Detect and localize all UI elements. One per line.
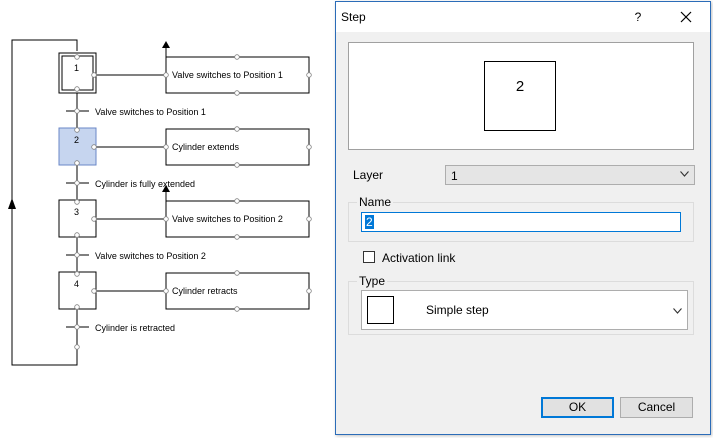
- step-dialog: Step ? 2 Layer 1 Name 2 Activation link …: [335, 1, 711, 435]
- step-3-number: 3: [74, 207, 79, 217]
- step-2-number: 2: [74, 135, 79, 145]
- transition-3-label: Valve switches to Position 2: [95, 251, 206, 261]
- action-3[interactable]: Valve switches to Position 2: [165, 200, 310, 238]
- step-2[interactable]: 2: [58, 127, 97, 166]
- step-4[interactable]: 4: [58, 271, 97, 310]
- chevron-down-icon: [680, 171, 689, 177]
- transition-2[interactable]: Cylinder is fully extended: [66, 179, 195, 189]
- activation-link-label[interactable]: Activation link: [382, 251, 456, 265]
- up-arrow-icon: [162, 185, 170, 192]
- name-label: Name: [357, 195, 394, 209]
- loop-arrow-icon: [8, 198, 16, 209]
- transition-1[interactable]: Valve switches to Position 1: [66, 107, 206, 117]
- action-1-label: Valve switches to Position 1: [172, 70, 283, 80]
- layer-value: 1: [451, 169, 458, 183]
- close-icon: [680, 11, 692, 23]
- action-links: [96, 74, 166, 292]
- preview-step-number: 2: [515, 78, 525, 95]
- connection-handles: [74, 54, 312, 350]
- action-3-label: Valve switches to Position 2: [172, 214, 283, 224]
- type-select[interactable]: Simple step: [361, 290, 688, 330]
- simple-step-icon: [367, 296, 394, 324]
- type-group: [348, 281, 694, 335]
- layer-select[interactable]: 1: [445, 165, 695, 185]
- help-button[interactable]: ?: [634, 10, 642, 24]
- chevron-down-icon: [673, 308, 682, 314]
- action-1[interactable]: Valve switches to Position 1: [165, 56, 310, 94]
- layer-label: Layer: [353, 168, 384, 182]
- name-group: [348, 202, 694, 242]
- action-2[interactable]: Cylinder extends: [165, 128, 310, 166]
- action-2-label: Cylinder extends: [172, 142, 240, 152]
- transition-4[interactable]: Cylinder is retracted: [66, 323, 175, 333]
- name-input-value: 2: [365, 215, 374, 229]
- preview-step-box: 2: [484, 61, 556, 131]
- dialog-titlebar[interactable]: Step ?: [336, 2, 710, 32]
- transition-3[interactable]: Valve switches to Position 2: [66, 251, 206, 261]
- dialog-title: Step: [341, 10, 366, 24]
- cancel-button[interactable]: Cancel: [620, 397, 693, 418]
- step-3[interactable]: 3: [58, 199, 97, 238]
- up-arrow-icon: [162, 41, 170, 48]
- step-1-number: 1: [74, 63, 79, 73]
- transition-2-label: Cylinder is fully extended: [95, 179, 195, 189]
- close-button[interactable]: [674, 7, 698, 27]
- activation-link-checkbox[interactable]: [363, 251, 375, 263]
- action-4-label: Cylinder retracts: [172, 286, 238, 296]
- step-4-number: 4: [74, 279, 79, 289]
- type-value: Simple step: [426, 303, 489, 317]
- step-preview: 2: [348, 42, 694, 150]
- ok-button[interactable]: OK: [541, 397, 614, 418]
- type-label: Type: [357, 274, 388, 288]
- name-input[interactable]: 2: [361, 212, 681, 232]
- transition-4-label: Cylinder is retracted: [95, 323, 175, 333]
- action-4[interactable]: Cylinder retracts: [165, 272, 310, 310]
- transition-1-label: Valve switches to Position 1: [95, 107, 206, 117]
